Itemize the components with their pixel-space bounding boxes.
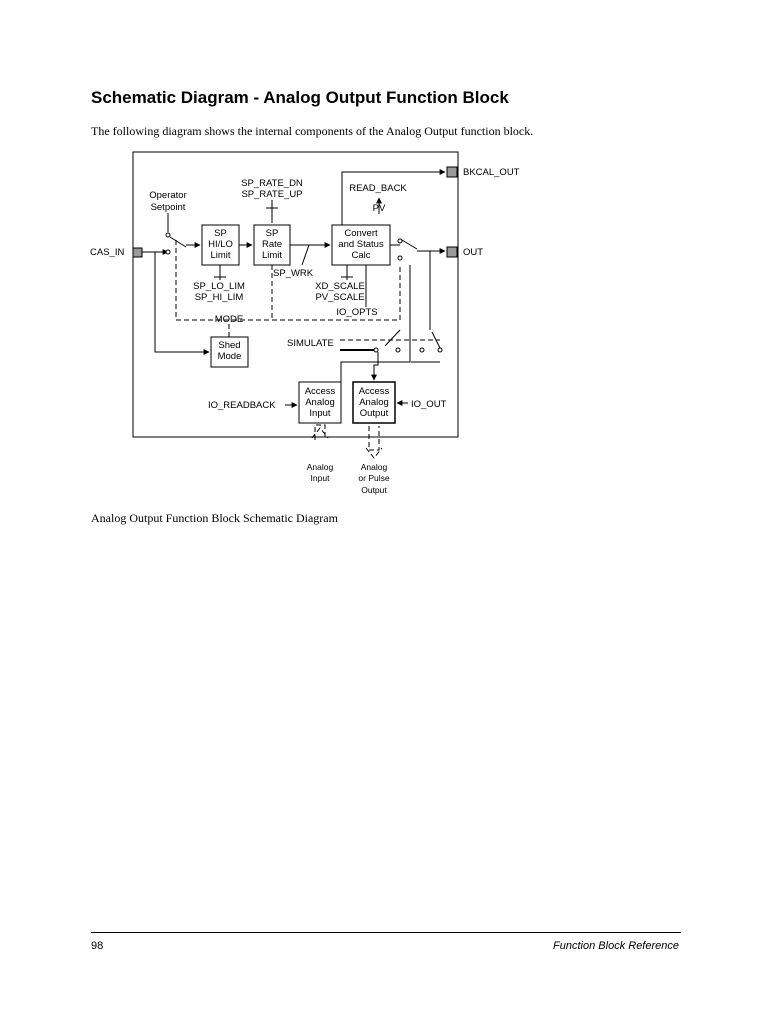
- footer-title: Function Block Reference: [553, 940, 679, 952]
- read-back-label: READ_BACK: [349, 183, 407, 194]
- port-cas-in: [132, 247, 143, 258]
- sp-lo-lim-label: SP_LO_LIM: [193, 281, 245, 292]
- switch-contacts: [165, 232, 443, 353]
- cas-in-label: CAS_IN: [90, 247, 124, 258]
- sp-limit-line1: SP: [214, 228, 227, 239]
- intro-paragraph: The following diagram shows the internal…: [91, 124, 534, 138]
- figure-caption: Analog Output Function Block Schematic D…: [91, 511, 338, 525]
- io-opts-label: IO_OPTS: [336, 307, 377, 318]
- analog-output-label-2: or Pulse: [358, 473, 389, 483]
- block-sp-hilo-limit: [201, 224, 240, 266]
- signal-lines: [142, 169, 446, 408]
- sp-rate-line3: Limit: [262, 250, 282, 261]
- block-access-analog-output: [352, 381, 396, 424]
- schematic-diagram: CAS_IN OUT BKCAL_OUT SP HI/LO Limit SP R…: [90, 151, 520, 495]
- sp-rate-line2: Rate: [262, 239, 282, 250]
- bkcal-out-label: BKCAL_OUT: [463, 167, 520, 178]
- convert-line2: and Status: [338, 239, 384, 250]
- sp-hi-lim-label: SP_HI_LIM: [195, 292, 244, 303]
- access-output-line1: Access: [359, 386, 390, 397]
- pv-scale-label: PV_SCALE: [315, 292, 364, 303]
- access-input-line2: Analog: [305, 397, 335, 408]
- sp-rate-dn-label: SP_RATE_DN: [241, 178, 303, 189]
- block-convert-status-calc: [331, 224, 391, 266]
- analog-input-label-2: Input: [311, 473, 331, 483]
- sp-rate-up-label: SP_RATE_UP: [241, 189, 302, 200]
- access-input-line3: Input: [309, 408, 330, 419]
- convert-line1: Convert: [344, 228, 378, 239]
- io-readback-label: IO_READBACK: [208, 400, 276, 411]
- operator-label-2: Setpoint: [151, 202, 186, 213]
- port-bkcal-out: [446, 166, 458, 178]
- sp-wrk-label: SP_WRK: [273, 268, 314, 279]
- operator-label-1: Operator: [149, 190, 187, 201]
- analog-input-label-1: Analog: [307, 462, 334, 472]
- outer-frame: [132, 151, 459, 438]
- shed-line2: Mode: [218, 351, 242, 362]
- xd-scale-label: XD_SCALE: [315, 281, 365, 292]
- footer-rule: [91, 932, 681, 933]
- sp-limit-line3: Limit: [210, 250, 230, 261]
- page-number: 98: [91, 940, 104, 952]
- analog-output-label-3: Output: [361, 485, 387, 495]
- access-output-line3: Output: [360, 408, 389, 419]
- simulate-label: SIMULATE: [287, 338, 334, 349]
- access-input-line1: Access: [305, 386, 336, 397]
- page-heading: Schematic Diagram - Analog Output Functi…: [91, 88, 509, 107]
- dashed-control-lines: [175, 240, 440, 459]
- io-out-label: IO_OUT: [411, 399, 447, 410]
- access-output-line2: Analog: [359, 397, 389, 408]
- sp-rate-line1: SP: [266, 228, 279, 239]
- block-access-analog-input: [298, 381, 342, 424]
- sp-limit-line2: HI/LO: [208, 239, 233, 250]
- convert-line3: Calc: [351, 250, 370, 261]
- analog-output-label-1: Analog: [361, 462, 388, 472]
- shed-line1: Shed: [218, 340, 240, 351]
- out-label: OUT: [463, 247, 483, 258]
- port-out: [446, 246, 458, 258]
